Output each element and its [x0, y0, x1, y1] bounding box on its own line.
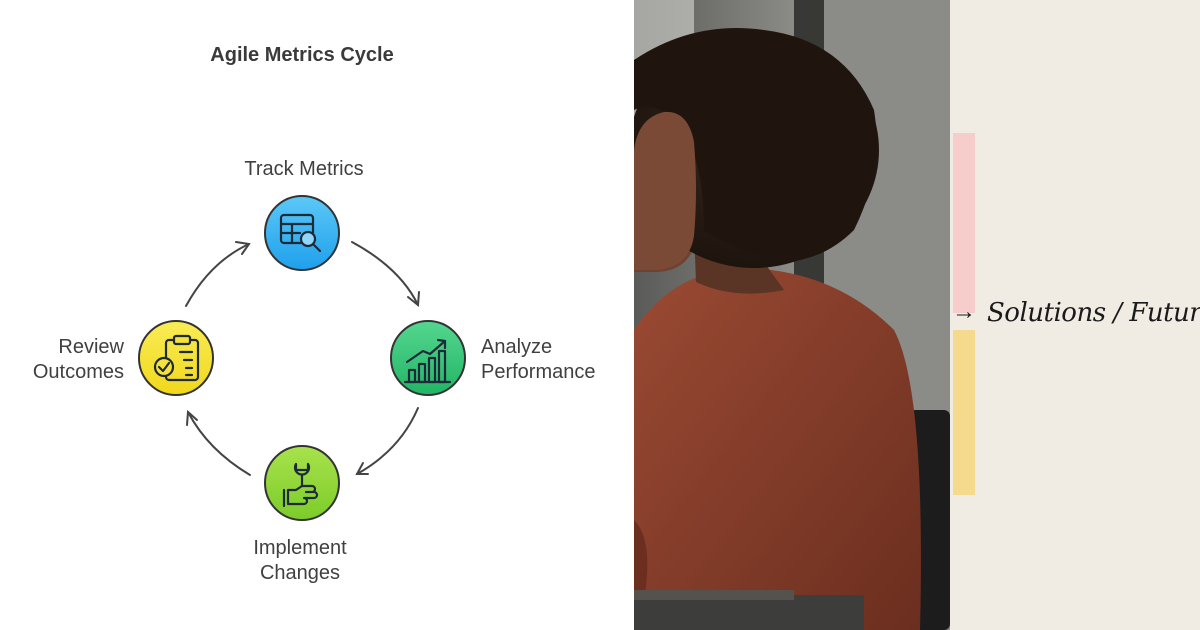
- arrow-track-to-analyze-head: [407, 291, 420, 307]
- step-label-line: Implement: [253, 537, 347, 559]
- node-analyze-performance: [390, 320, 466, 396]
- arrow-right-icon: →: [952, 298, 976, 325]
- step-label-review-outcomes: Review Outcomes: [20, 335, 124, 385]
- growth-chart-icon: [403, 338, 452, 384]
- side-panel: → Solutions / Future: [950, 0, 1200, 630]
- arrow-review-to-track-head: [235, 241, 251, 255]
- diagram-title: Agile Metrics Cycle: [210, 44, 394, 66]
- clipboard-check-icon: [153, 334, 200, 382]
- wrench-thumb-icon: [282, 462, 319, 508]
- node-track-metrics: [264, 195, 340, 271]
- arrow-analyze-to-implement-head: [355, 462, 369, 475]
- pink-bar: [953, 133, 975, 313]
- arrow-implement-to-review-head: [186, 409, 198, 426]
- woman-photo-illustration: [634, 0, 950, 630]
- cycle-diagram-panel: Agile Metrics Cycle: [20, 44, 596, 586]
- step-label-analyze-performance: Analyze Performance: [481, 335, 596, 385]
- node-implement-changes: [264, 445, 340, 521]
- step-label-line: Review: [58, 336, 124, 358]
- step-label-line: Outcomes: [32, 361, 124, 383]
- arrow-implement-to-review: [187, 411, 251, 476]
- step-label-line: Performance: [481, 361, 596, 383]
- node-review-outcomes: [138, 320, 214, 396]
- step-label-line: Track Metrics: [244, 158, 364, 180]
- cycle-arrows: [185, 241, 420, 476]
- cycle-diagram: [138, 195, 466, 521]
- table-search-icon: [279, 213, 322, 253]
- yellow-bar: [953, 330, 975, 495]
- arrow-track-to-analyze: [351, 241, 419, 306]
- step-label-line: Analyze: [481, 336, 553, 358]
- arrow-analyze-to-implement: [356, 407, 419, 475]
- step-label-implement-changes: Implement Changes: [230, 536, 370, 586]
- step-label-track-metrics: Track Metrics: [229, 157, 379, 182]
- arrow-review-to-track: [185, 243, 250, 307]
- step-label-line: Changes: [259, 562, 341, 584]
- photo-woman-profile: [634, 0, 950, 630]
- solutions-future-label: Solutions / Future: [987, 298, 1200, 328]
